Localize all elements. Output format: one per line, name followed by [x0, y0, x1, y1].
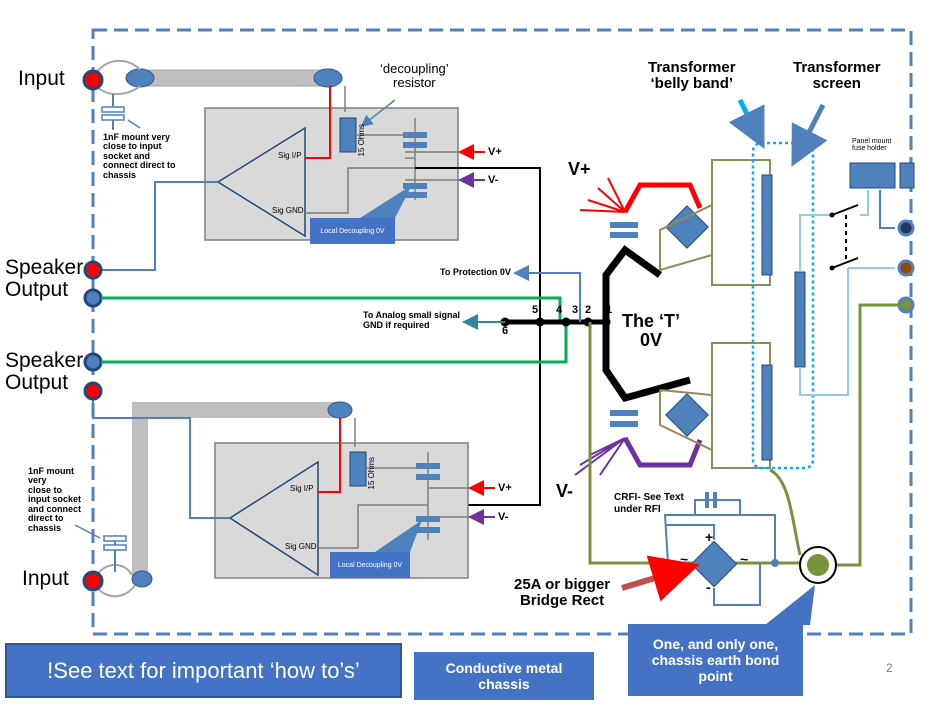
local-decoupling-top: Local Decoupling 0V: [310, 218, 395, 244]
to-protection-label: To Protection 0V: [440, 267, 511, 277]
panel-fuse-label: Panel mount fuse holder: [852, 138, 892, 153]
node-3: 3: [572, 304, 579, 316]
v-minus-top: V-: [488, 174, 499, 186]
node-2: 2: [585, 304, 592, 316]
chassis-bond-box: One, and only one, chassis earth bond po…: [628, 624, 803, 696]
node-4: 4: [556, 304, 563, 316]
bridge-plus: +: [705, 529, 714, 545]
page-number: 2: [886, 661, 893, 675]
transformer-winding-top: [761, 174, 773, 276]
sig-gnd-bottom: Sig GND: [285, 542, 317, 551]
bridge-minus: -: [706, 579, 711, 595]
v-plus-top: V+: [488, 146, 502, 158]
sig-gnd-top: Sig GND: [272, 206, 304, 215]
input-label-top: Input: [18, 67, 65, 90]
bridge-diamond-bottom: [665, 393, 709, 437]
transformer-screen-label: Transformer screen: [793, 59, 881, 92]
speaker-terminal-top-red: [83, 260, 103, 280]
the-t-label: The ‘T’ 0V: [622, 311, 680, 350]
mains-terminal-2: [897, 259, 915, 277]
ohms-label-top: 15 Ohms: [357, 124, 366, 157]
to-analog-label: To Analog small signal GND if required: [363, 310, 461, 331]
amp-triangle-top: [216, 126, 306, 238]
node-6: 6: [502, 325, 509, 337]
input-socket-top: [82, 69, 104, 91]
fuse-holder: [849, 162, 896, 189]
speaker-output-label-top: Speaker Output: [5, 256, 84, 302]
conductive-chassis-box: Conductive metal chassis: [414, 652, 594, 700]
crfi-label: CRFI- See Text under RFI: [614, 492, 684, 515]
amp-triangle-bottom: [228, 460, 319, 577]
bridge-tilde-left: ~: [680, 551, 689, 567]
see-text-box: !See text for important ‘how to’s’: [5, 643, 402, 698]
bridge-tilde-right: ~: [740, 551, 749, 567]
cable-end-top-right: [313, 68, 343, 88]
rail-v-plus: V+: [568, 159, 591, 179]
sig-ip-bottom: Sig I/P: [290, 484, 314, 493]
chassis-outline: [91, 28, 913, 636]
v-plus-bottom: V+: [498, 482, 512, 494]
cable-end-bottom-left: [131, 570, 153, 588]
mains-terminal-3: [897, 296, 915, 314]
node-5: 5: [532, 304, 539, 316]
cable-end-top-left: [125, 68, 155, 88]
resistor-bottom: [349, 451, 367, 487]
local-decoupling-bottom: Local Decoupling 0V: [330, 552, 410, 578]
v-minus-bottom: V-: [498, 511, 509, 523]
speaker-terminal-bottom-green: [83, 352, 103, 372]
cap-note-top: 1nF mount very close to input socket and…: [103, 132, 176, 180]
input-socket-bottom: [82, 570, 104, 592]
node-1: 1: [606, 304, 613, 316]
cap-note-bottom: 1nF mount very close to input socket and…: [28, 466, 82, 533]
speaker-terminal-top-green: [83, 288, 103, 308]
sig-ip-top: Sig I/P: [278, 151, 302, 160]
cable-end-bottom-right: [327, 401, 353, 419]
transformer-screen-dotted: [751, 141, 815, 470]
bridge-rect-label: 25A or bigger Bridge Rect: [514, 576, 611, 609]
resistor-top: [339, 117, 357, 153]
transformer-primary: [794, 271, 806, 368]
input-label-bottom: Input: [22, 567, 69, 590]
speaker-terminal-bottom-red: [83, 381, 103, 401]
mains-terminal-1: [897, 219, 915, 237]
bridge-diamond-top: [665, 205, 709, 249]
rail-v-minus: V-: [556, 481, 574, 501]
transformer-belly-label: Transformer ‘belly band’: [648, 59, 736, 92]
speaker-output-label-bottom: Speaker Output: [5, 349, 84, 395]
transformer-winding-bottom: [761, 364, 773, 461]
decoupling-resistor-label: ‘decoupling’ resistor: [380, 61, 449, 90]
bridge-rect-main: [690, 540, 738, 588]
ohms-label-bottom: 15 Ohms: [367, 457, 376, 490]
